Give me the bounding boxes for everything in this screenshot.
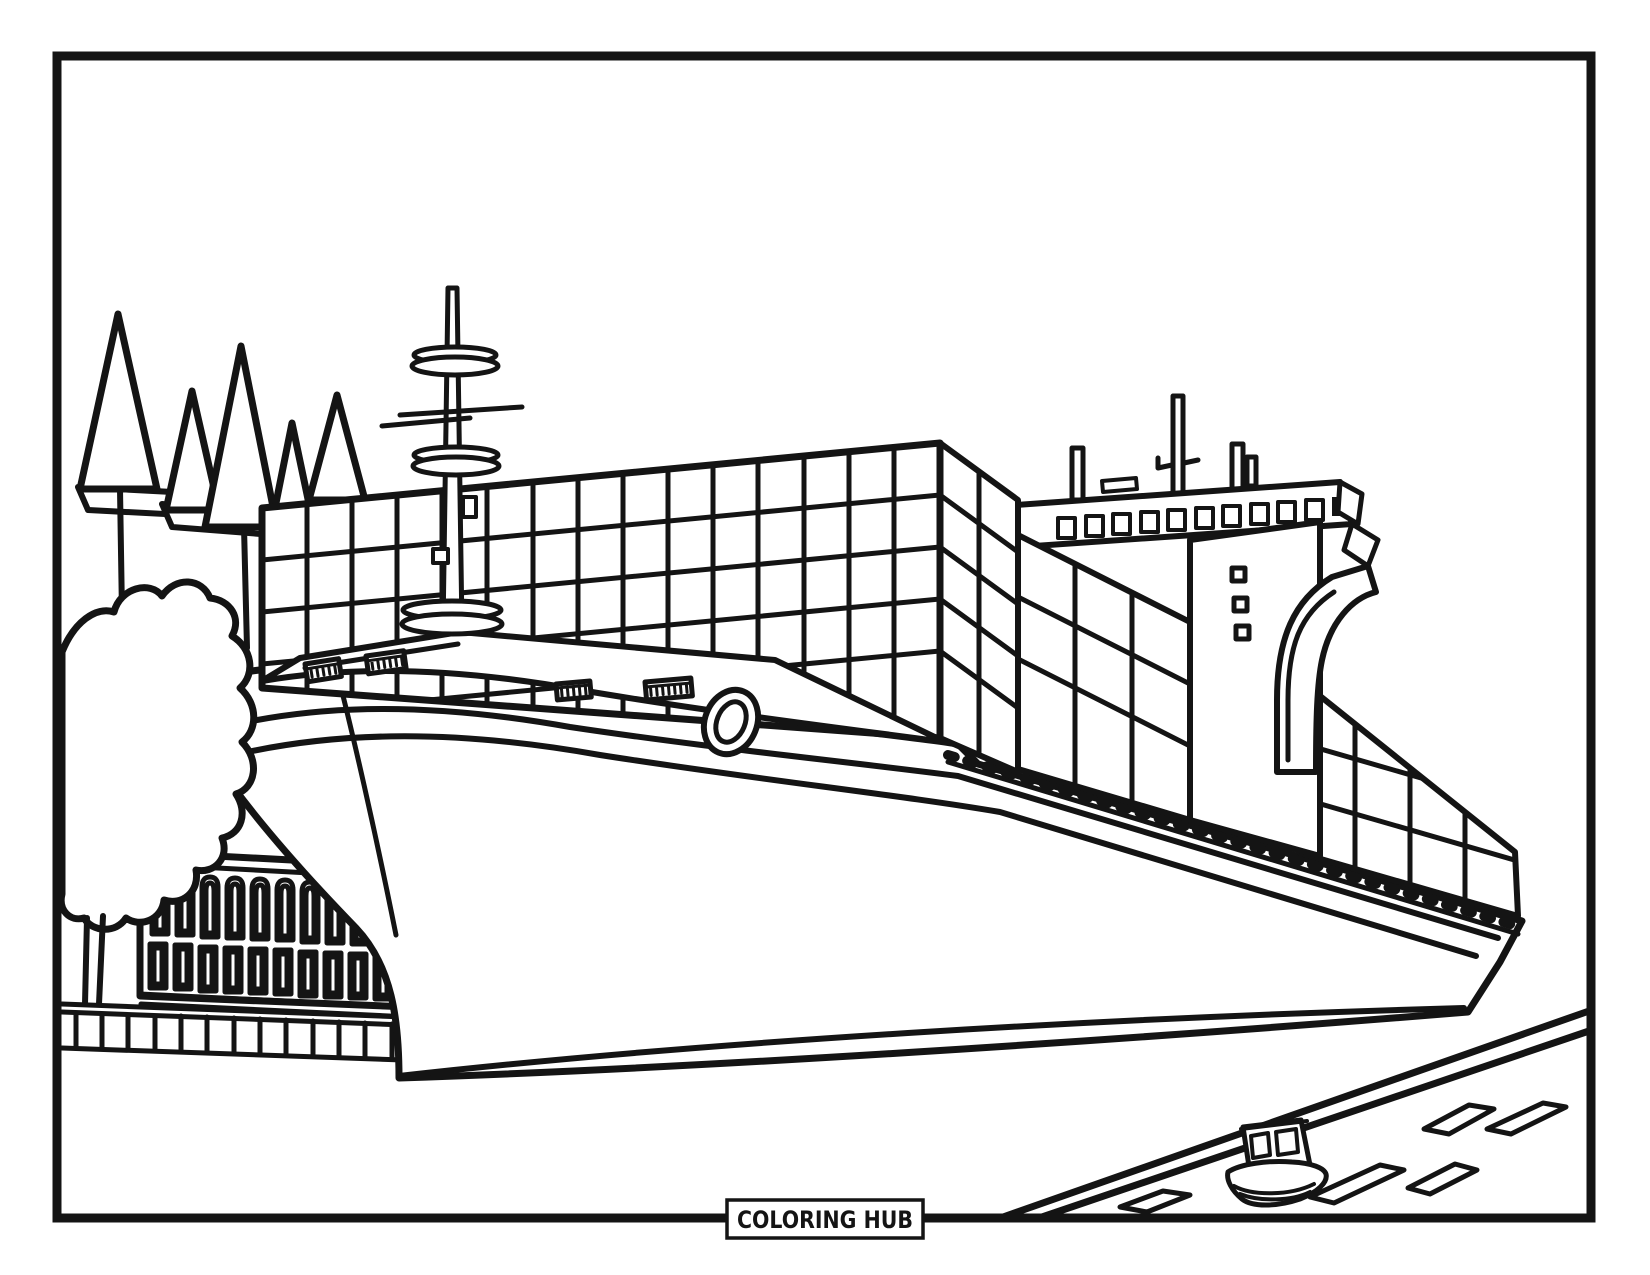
- mast-bracket: [461, 495, 478, 519]
- porthole-window: [1233, 623, 1252, 642]
- deck-railing: [943, 750, 1525, 937]
- dock-plank: [1405, 1161, 1480, 1197]
- antenna-mast: [1244, 454, 1259, 489]
- boat-window: [1274, 1127, 1300, 1157]
- rectangular-windows: [147, 941, 394, 1002]
- bridge-windows: [1056, 498, 1325, 540]
- dock-plank: [1307, 1162, 1407, 1206]
- dock-plank: [1421, 1102, 1497, 1137]
- dock: [999, 1007, 1593, 1221]
- mast-platform: [409, 354, 501, 378]
- bush-trunk: [82, 913, 106, 1007]
- curved-funnel: [1274, 563, 1379, 775]
- porthole-window: [1229, 565, 1248, 584]
- dock-plank: [1484, 1100, 1569, 1137]
- antenna-mast: [1170, 393, 1186, 499]
- bridge-wing-end: [1335, 479, 1365, 527]
- pine-tree: [162, 387, 223, 514]
- winch-box: [553, 678, 594, 703]
- dock-plank: [1117, 1188, 1193, 1215]
- antenna-mast: [1069, 445, 1086, 503]
- porthole-window: [1231, 595, 1250, 614]
- promenade-fence: [59, 1001, 435, 1064]
- antenna-mast: [1229, 441, 1246, 495]
- bridge-roof-box: [1100, 476, 1139, 494]
- winch-box: [363, 648, 409, 677]
- container-block-side-face: [937, 440, 1021, 775]
- deck-fairlead-oval: [700, 686, 762, 758]
- bridge-superstructure: [942, 476, 1381, 569]
- bow-mast: [379, 285, 525, 637]
- mast-spar: [379, 404, 525, 429]
- brand-text: COLORING HUB: [737, 1206, 913, 1234]
- brand-label: COLORING HUB: [725, 1198, 925, 1240]
- mast-platform: [399, 611, 505, 637]
- brand-label-box: [725, 1198, 925, 1240]
- bush-tree: [57, 578, 258, 1007]
- mast-platform: [410, 454, 502, 478]
- midship-container-stacks: [1015, 532, 1193, 823]
- mast-bracket: [431, 547, 450, 565]
- tree-trunk: [241, 524, 250, 651]
- sheer-line: [175, 705, 1501, 941]
- keel-line: [396, 1005, 1467, 1079]
- cargo-ship: [168, 285, 1526, 1082]
- small-boat: [1225, 1117, 1329, 1208]
- winch-box: [642, 675, 695, 703]
- boat-window: [1249, 1131, 1272, 1160]
- sheer-line: [183, 733, 1479, 959]
- dock-edge: [999, 1007, 1593, 1221]
- winch-box: [302, 656, 344, 685]
